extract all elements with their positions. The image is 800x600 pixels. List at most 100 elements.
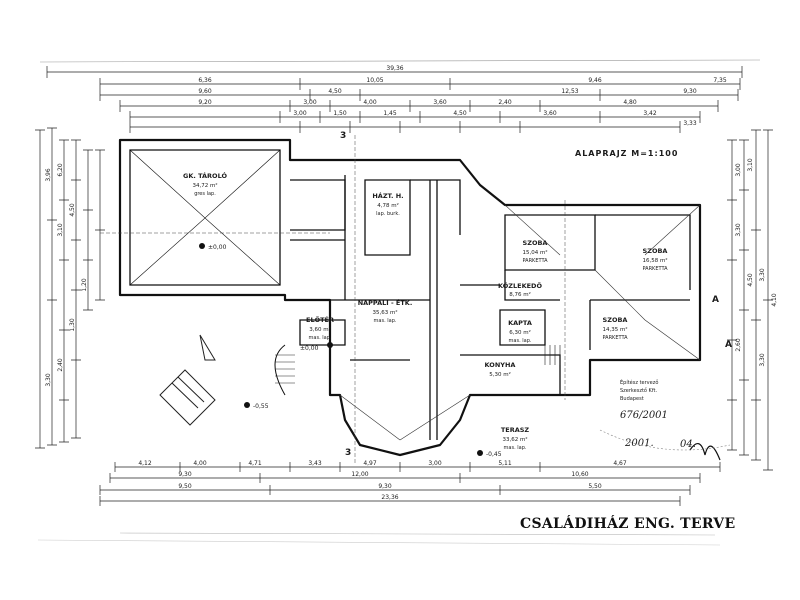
room-name: KAPTA: [508, 319, 532, 327]
right-dim: 4,10: [771, 293, 778, 307]
right-dim: 3,30: [735, 223, 742, 237]
level-marker-icon: [244, 402, 250, 408]
top-dim: 3,00: [303, 99, 317, 106]
bottom-dim: 5,11: [498, 460, 512, 467]
top-dim: 12,53: [561, 88, 578, 95]
room-name: GK. TÁROLÓ: [183, 171, 228, 180]
section-marks: 3 3 A A: [340, 131, 732, 458]
left-dim: 1,20: [81, 278, 88, 292]
bottom-dim: 4,00: [193, 460, 207, 467]
roof-lines: [339, 204, 701, 441]
overall-width-label: 39,36: [386, 65, 403, 72]
top-dim: 9,30: [683, 88, 697, 95]
bottom-dimension-texts: 4,12 4,00 4,71 3,43 4,97 3,00 5,11 4,67 …: [138, 460, 627, 501]
top-dim: 4,50: [453, 110, 467, 117]
right-dim: 3,00: [735, 163, 742, 177]
room-labels: GK. TÁROLÓ 34,72 m² gres lap. HÁZT. H. 4…: [183, 171, 668, 451]
bottom-dim: 4,97: [363, 460, 377, 467]
room-floor: mas. lap.: [509, 338, 532, 344]
room-area: 34,72 m²: [192, 182, 217, 189]
room-name: SZOBA: [603, 316, 628, 324]
top-dim: 3,42: [643, 110, 657, 117]
top-dim: 3,60: [433, 99, 447, 106]
bottom-dim: 5,50: [588, 483, 602, 490]
right-dim: 2,60: [735, 338, 742, 352]
room-name: HÁZT. H.: [372, 191, 403, 200]
top-dimension-texts: 39,36 6,36 10,05 9,46 7,35 9,60 4,50 12,…: [198, 65, 727, 127]
bottom-dim: 12,00: [351, 471, 368, 478]
section-mark: 3: [340, 131, 346, 141]
room-name: ELŐTÉR: [306, 315, 334, 324]
room-floor: PARKETTA: [602, 335, 628, 341]
right-dim: 4,50: [747, 273, 754, 287]
handwritten-note: 04.: [680, 439, 696, 450]
right-dim: 3,30: [759, 353, 766, 367]
room-name: SZOBA: [523, 239, 548, 247]
room-area: 6,30 m²: [509, 329, 531, 336]
top-dim: 9,20: [198, 99, 212, 106]
room-name: NAPPALI - ÉTK.: [358, 298, 413, 307]
top-dim: 4,00: [363, 99, 377, 106]
room-floor: mas. lap.: [504, 445, 527, 451]
section-mark: A: [725, 340, 732, 350]
drawing-title: CSALÁDIHÁZ ENG. TERVE: [520, 516, 736, 532]
room-floor: lap. burk.: [376, 211, 400, 217]
scan-artifacts: [37, 59, 761, 546]
left-dim: 3,10: [57, 223, 64, 237]
room-floor: mas. lap.: [374, 318, 397, 324]
right-dimension-lines: [727, 129, 773, 471]
left-dim: 3,30: [45, 373, 52, 387]
left-dim: 1,30: [69, 318, 76, 332]
top-dim: 1,45: [383, 110, 397, 117]
top-dim: 2,40: [498, 99, 512, 106]
level-label: ±0,00: [300, 345, 319, 352]
room-area: 5,30 m²: [489, 371, 511, 378]
axis-lines: [100, 135, 566, 465]
stamp-line: Szerkesztő Kft.: [620, 388, 657, 394]
level-markers: ±0,00 -0,55 ±0,00 -0,45: [199, 243, 502, 458]
right-dimension-texts: 3,00 3,30 3,10 4,50 3,30 2,60 3,30 4,10: [735, 158, 778, 367]
left-dim: 2,40: [57, 358, 64, 372]
bottom-overall-dim: 23,36: [381, 494, 398, 501]
room-area: 33,62 m²: [502, 436, 527, 443]
room-floor: PARKETTA: [522, 258, 548, 264]
top-dim: 9,60: [198, 88, 212, 95]
bottom-dim: 4,12: [138, 460, 152, 467]
top-dim: 3,00: [293, 110, 307, 117]
bottom-dim: 3,43: [308, 460, 322, 467]
bottom-dim: 3,00: [428, 460, 442, 467]
room-area: 4,78 m²: [377, 202, 399, 209]
bottom-dim: 4,67: [613, 460, 627, 467]
level-marker-icon: [477, 450, 483, 456]
handwritten-note: 2001.: [624, 438, 654, 449]
left-dimension-texts: 3,96 3,10 6,20 4,50 1,30 2,40 1,20 3,30: [45, 163, 88, 387]
level-marker-icon: [199, 243, 205, 249]
bottom-dim: 9,50: [178, 483, 192, 490]
top-dim: 4,50: [328, 88, 342, 95]
top-dim: 1,50: [333, 110, 347, 117]
top-dimension-lines: [46, 66, 743, 133]
handwritten-note: 676/2001: [620, 410, 668, 421]
right-dim: 3,30: [759, 268, 766, 282]
top-dim: 4,80: [623, 99, 637, 106]
room-name: KONYHA: [485, 361, 516, 369]
top-dim: 3,60: [543, 110, 557, 117]
room-name: SZOBA: [643, 247, 668, 255]
bottom-dim: 4,71: [248, 460, 262, 467]
left-dim: 6,20: [57, 163, 64, 177]
interior-walls: [129, 149, 691, 440]
approval-stamp: Építész tervező Szerkesztő Kft. Budapest…: [599, 378, 731, 461]
right-dim: 3,10: [747, 158, 754, 172]
left-dim: 3,96: [45, 168, 52, 182]
top-dim: 6,36: [198, 77, 212, 84]
room-floor: mas. lap.: [309, 335, 332, 341]
left-dim: 4,50: [69, 203, 76, 217]
bottom-dim: 10,60: [571, 471, 588, 478]
room-floor: gres lap.: [194, 191, 216, 197]
room-name: TERASZ: [501, 426, 530, 434]
plan-scale-label: ALAPRAJZ M=1:100: [575, 149, 678, 158]
north-arrow-icon: [159, 334, 216, 426]
stamp-line: Építész tervező: [620, 378, 658, 386]
top-dim: 9,46: [588, 77, 602, 84]
top-dim: 7,35: [713, 77, 727, 84]
